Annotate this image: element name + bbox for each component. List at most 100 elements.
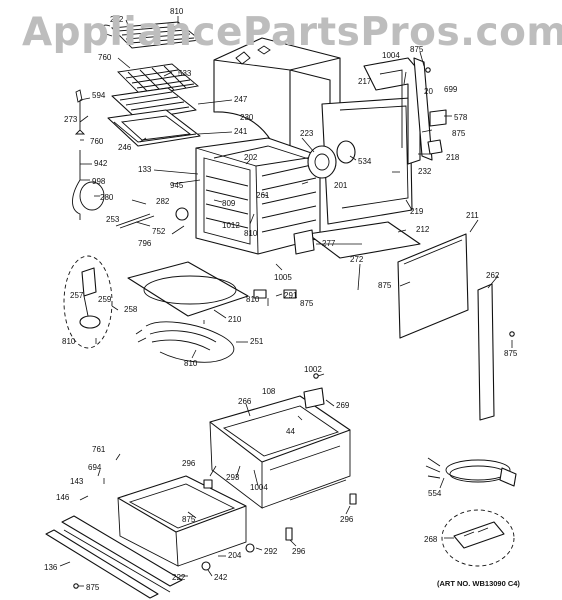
callout-266: 266 (238, 397, 252, 406)
callout-594: 594 (92, 91, 106, 100)
callout-810: 810 (246, 295, 260, 304)
leveling-leg[interactable] (285, 527, 293, 541)
callout-296: 296 (182, 459, 196, 468)
terminal-block-inset[interactable] (441, 509, 515, 567)
drawer-chassis[interactable] (209, 387, 351, 509)
door-stop[interactable] (283, 289, 297, 299)
callout-247: 247 (234, 95, 248, 104)
callout-293: 293 (226, 473, 240, 482)
callout-258: 258 (124, 305, 138, 314)
warming-drawer-pan[interactable] (117, 475, 247, 567)
callout-262: 262 (486, 271, 500, 280)
roller[interactable] (201, 561, 211, 571)
callout-20: 20 (424, 87, 433, 96)
screw[interactable] (425, 67, 431, 73)
oven-back-panel[interactable] (321, 97, 413, 225)
side-panel[interactable] (397, 233, 469, 339)
leveling-leg[interactable] (203, 479, 213, 489)
callout-212: 212 (416, 225, 430, 234)
callout-942: 942 (94, 159, 108, 168)
rear-frame[interactable] (363, 57, 421, 165)
callout-1004: 1004 (250, 483, 268, 492)
callout-296: 296 (292, 547, 306, 556)
callout-810: 810 (184, 359, 198, 368)
door-stop[interactable] (253, 289, 267, 299)
callout-875: 875 (452, 129, 466, 138)
callout-108: 108 (262, 387, 276, 396)
callout-219: 219 (410, 207, 424, 216)
rear-channel[interactable] (477, 283, 495, 421)
callout-875: 875 (86, 583, 100, 592)
callout-292: 292 (264, 547, 278, 556)
screw[interactable] (313, 373, 319, 379)
callout-1012: 1012 (222, 221, 240, 230)
callout-210: 210 (228, 315, 242, 324)
callout-211: 211 (466, 211, 479, 220)
bracket-277[interactable] (293, 229, 315, 255)
callout-241: 241 (234, 127, 248, 136)
callout-259: 259 (98, 295, 112, 304)
wire-harness[interactable] (72, 179, 105, 220)
callout-945: 945 (170, 181, 184, 190)
callout-578: 578 (454, 113, 468, 122)
callout-699: 699 (444, 85, 458, 94)
broiler-pan[interactable] (107, 109, 201, 147)
roller[interactable] (245, 543, 255, 553)
broiler-grid[interactable] (111, 87, 197, 121)
callout-136: 136 (44, 563, 58, 572)
callout-534: 534 (358, 157, 372, 166)
callout-1005: 1005 (274, 273, 292, 282)
callout-280: 280 (100, 193, 114, 202)
callout-268: 268 (424, 535, 438, 544)
screw[interactable] (73, 583, 79, 589)
callout-694: 694 (88, 463, 102, 472)
oven-floor-plate[interactable] (307, 221, 421, 259)
callout-291: 291 (284, 291, 298, 300)
callout-282: 282 (156, 197, 170, 206)
callout-796: 796 (138, 239, 152, 248)
callout-269: 269 (336, 401, 350, 410)
callout-242: 242 (214, 573, 228, 582)
convection-fan[interactable] (307, 140, 356, 179)
door-lock[interactable] (115, 207, 189, 229)
callout-761: 761 (92, 445, 106, 454)
bake-element[interactable] (135, 321, 235, 363)
thermostat-probe[interactable] (74, 89, 86, 180)
probe-receptacle-inset[interactable] (63, 255, 113, 349)
oven-bottom[interactable] (127, 261, 249, 317)
callout-273: 273 (64, 115, 78, 124)
callout-809: 809 (222, 199, 236, 208)
leveling-leg[interactable] (349, 493, 357, 505)
callout-253: 253 (106, 215, 120, 224)
callout-296: 296 (340, 515, 354, 524)
drawer-front[interactable] (45, 515, 183, 599)
oven-rack[interactable] (117, 63, 200, 97)
callout-810: 810 (170, 7, 184, 16)
leader-lines (59, 16, 513, 587)
callout-246: 246 (118, 143, 132, 152)
power-cord[interactable] (425, 457, 517, 487)
callout-875: 875 (410, 45, 424, 54)
callout-labels: 252 810 1004 875 760 533 217 699 594 247… (44, 7, 518, 592)
callout-252: 252 (110, 15, 124, 24)
callout-146: 146 (56, 493, 70, 502)
callout-222: 222 (172, 573, 186, 582)
callout-554: 554 (428, 489, 442, 498)
rear-bracket[interactable] (413, 57, 447, 161)
callout-1004: 1004 (382, 51, 400, 60)
callout-133: 133 (138, 165, 152, 174)
callout-44: 44 (286, 427, 295, 436)
callout-875: 875 (504, 349, 518, 358)
watermark: AppliancePartsPros.com (22, 10, 562, 55)
screw[interactable] (509, 331, 515, 337)
callout-232: 232 (418, 167, 432, 176)
callout-752: 752 (152, 227, 166, 236)
art-number: (ART NO. WB13090 C4) (437, 579, 520, 588)
callout-217: 217 (358, 77, 372, 86)
callout-1002: 1002 (304, 365, 322, 374)
broil-element[interactable] (100, 21, 202, 49)
callout-257: 257 (70, 291, 84, 300)
callout-810: 810 (62, 337, 76, 346)
